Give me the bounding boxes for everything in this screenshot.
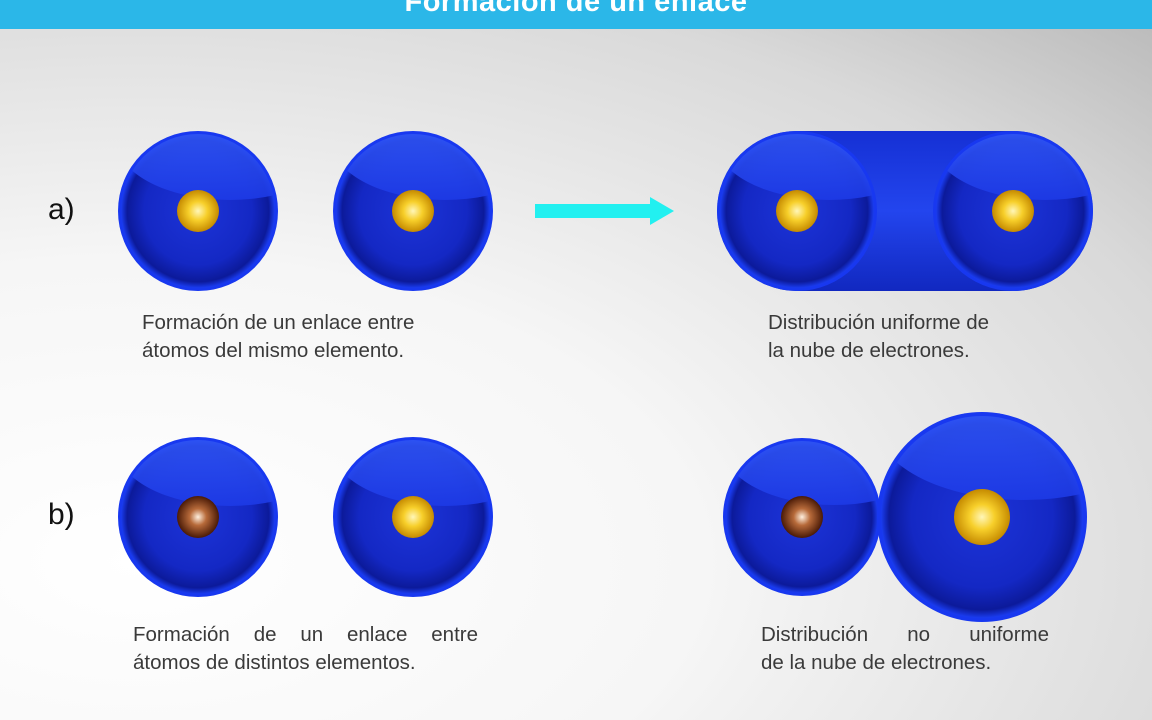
atom-a-right bbox=[333, 131, 493, 291]
nucleus-gold bbox=[954, 489, 1010, 545]
caption-a-left: Formación de un enlace entre átomos del … bbox=[142, 311, 415, 362]
arrow-icon bbox=[535, 197, 674, 225]
nucleus-gold bbox=[992, 190, 1034, 232]
nucleus-gold bbox=[392, 496, 434, 538]
atom-b-right bbox=[333, 437, 493, 597]
caption-b-right: Distribución no uniforme de la nube de e… bbox=[761, 623, 1049, 674]
nucleus-brown bbox=[177, 496, 219, 538]
nucleus-brown bbox=[781, 496, 823, 538]
caption-b-left: Formación de un enlace entre átomos de d… bbox=[133, 623, 478, 674]
molecule-b-nonuniform bbox=[723, 412, 1087, 622]
row-label-a: a) bbox=[48, 193, 75, 226]
atom-a-left bbox=[118, 131, 278, 291]
atom-b-left bbox=[118, 437, 278, 597]
nucleus-gold bbox=[177, 190, 219, 232]
nucleus-gold bbox=[776, 190, 818, 232]
nucleus-gold bbox=[392, 190, 434, 232]
molecule-a-uniform bbox=[717, 131, 1093, 291]
row-label-b: b) bbox=[48, 498, 75, 531]
page-title: Formación de un enlace bbox=[404, 0, 748, 18]
caption-a-right: Distribución uniforme de la nube de elec… bbox=[768, 311, 990, 362]
title-bar: Formación de un enlace bbox=[0, 0, 1152, 29]
